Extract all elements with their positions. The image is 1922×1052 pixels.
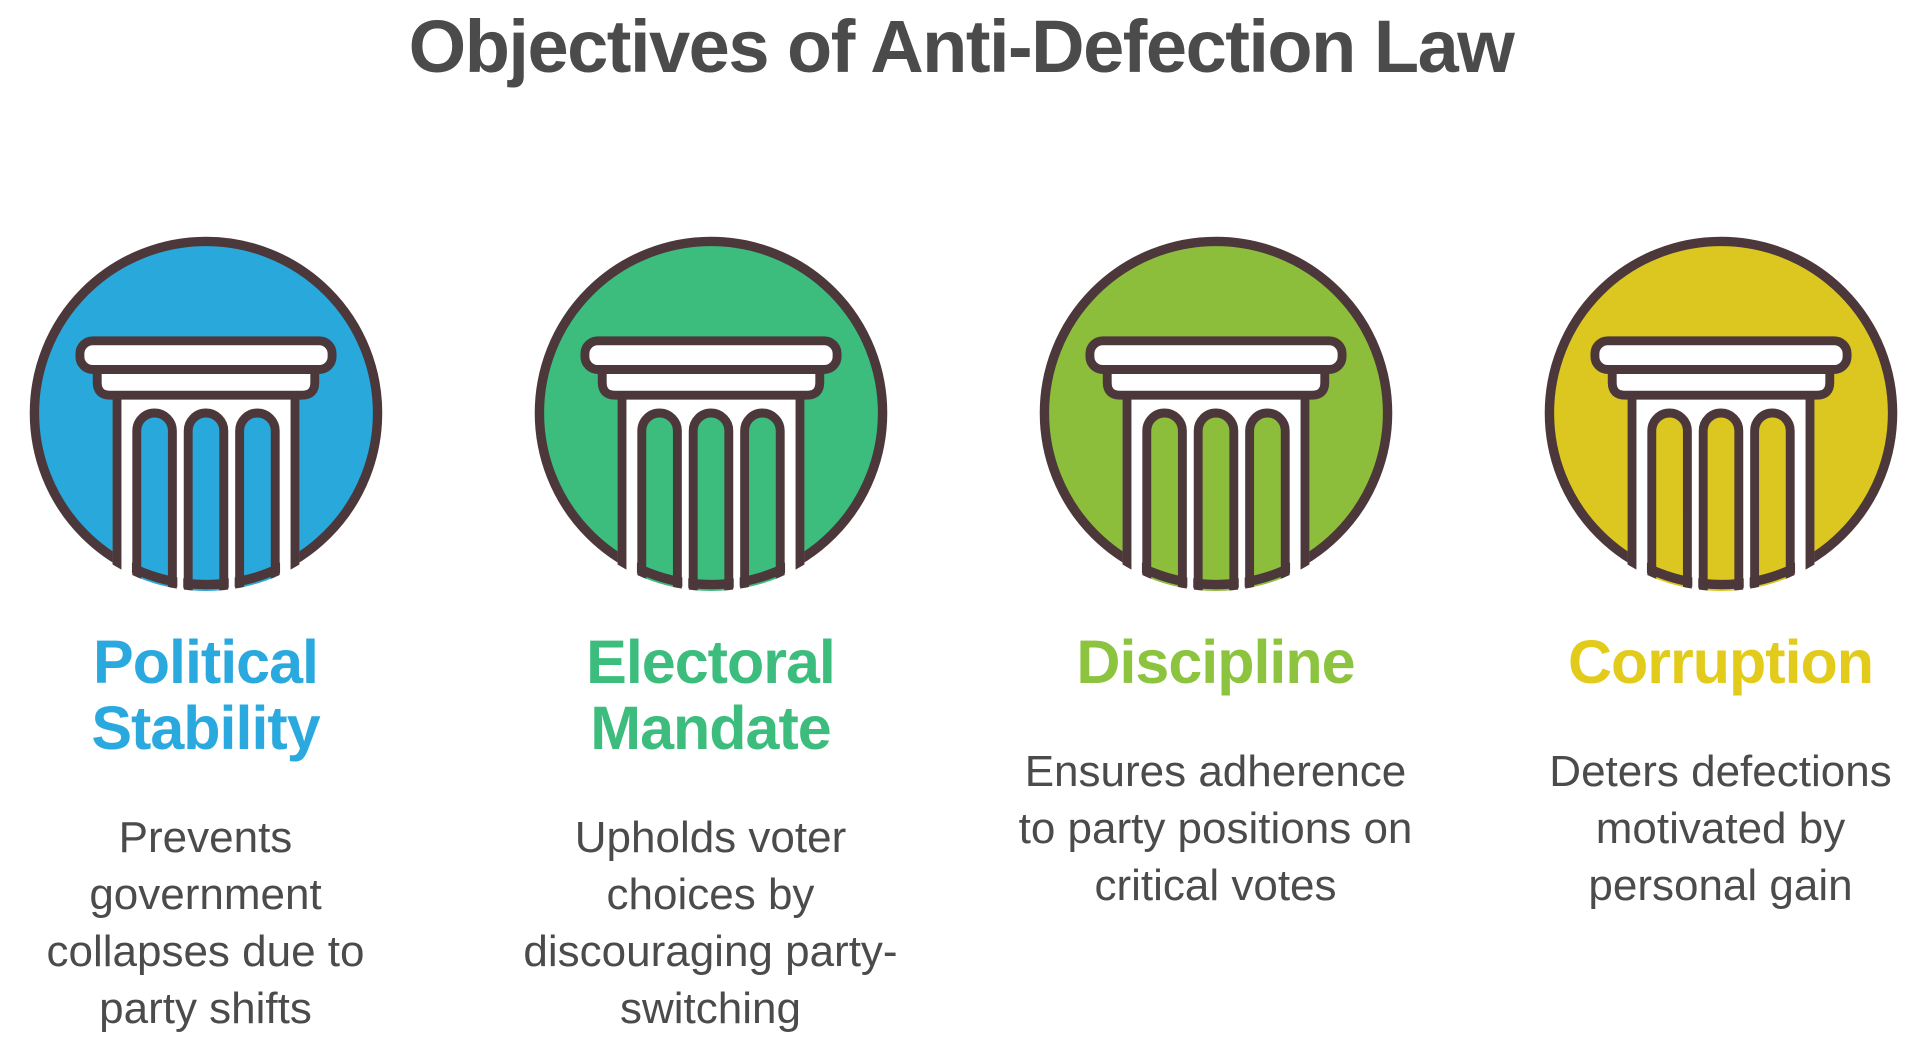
objective-heading: Corruption xyxy=(1567,628,1874,696)
objective-card-electoral-mandate: Electoral Mandate Upholds voter choices … xyxy=(458,235,963,1037)
objective-description: Upholds voter choices by discouraging pa… xyxy=(523,813,898,1033)
objective-heading: Political Stability xyxy=(91,628,320,762)
page-title: Objectives of Anti-Defection Law xyxy=(408,5,1515,88)
objective-description: Ensures adherence to party positions on … xyxy=(1018,747,1413,910)
pillar-icon xyxy=(1544,236,1897,591)
objective-heading: Discipline xyxy=(1076,628,1355,696)
objective-card-corruption: Corruption Deters defections motivated b… xyxy=(1468,235,1922,1037)
objective-heading: Electoral Mandate xyxy=(586,628,836,762)
objective-card-political-stability: Political Stability Prevents government … xyxy=(0,235,458,1037)
objective-description: Prevents government collapses due to par… xyxy=(46,813,365,1033)
pillar-icon xyxy=(1039,236,1392,591)
objective-description: Deters defections motivated by personal … xyxy=(1549,747,1892,910)
objectives-row: Political Stability Prevents government … xyxy=(0,235,1922,1037)
pillar-icon xyxy=(534,236,887,591)
pillar-icon xyxy=(29,236,382,591)
objective-card-discipline: Discipline Ensures adherence to party po… xyxy=(963,235,1468,1037)
